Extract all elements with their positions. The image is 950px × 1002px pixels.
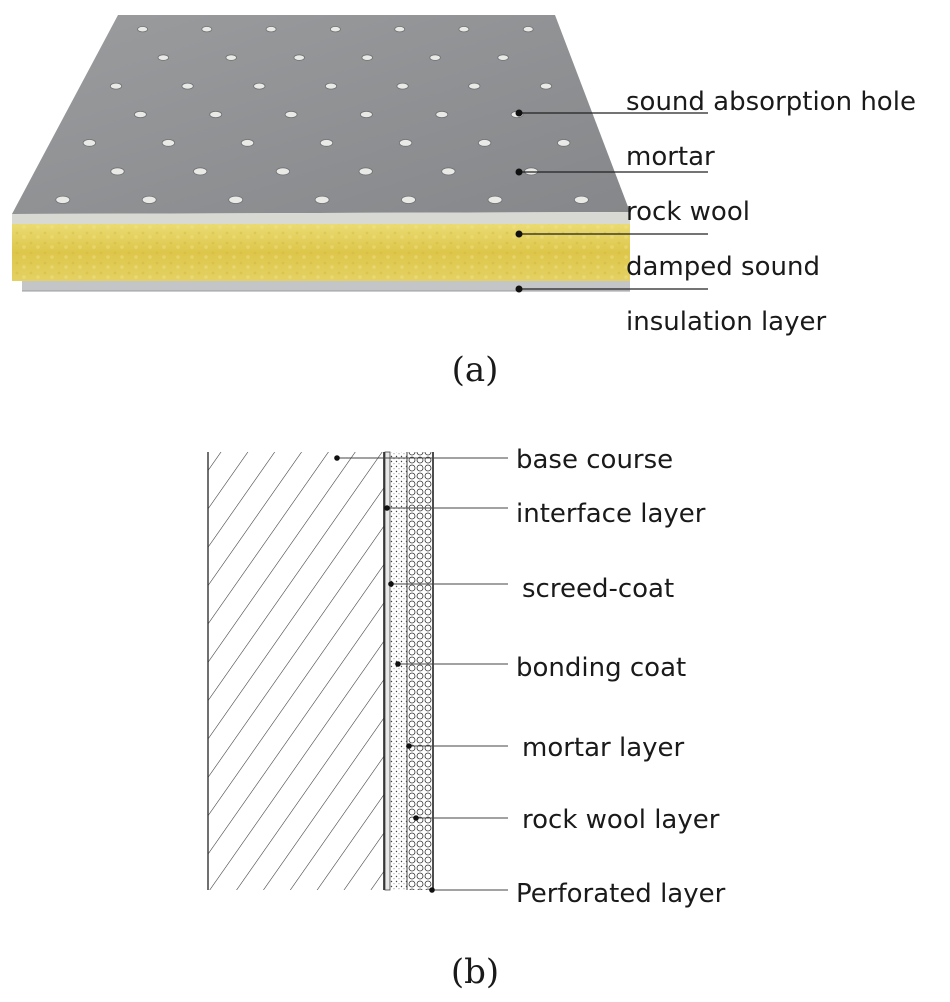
sound-absorption-hole <box>361 54 373 61</box>
dot-damped-layer <box>515 285 523 293</box>
sound-absorption-hole <box>253 82 266 90</box>
sound-absorption-hole <box>497 54 509 61</box>
label-rock-wool: rock wool <box>626 197 750 227</box>
sound-absorption-hole <box>441 167 456 176</box>
sound-absorption-hole <box>181 82 194 90</box>
mortar-edge <box>12 212 630 224</box>
sound-absorption-hole <box>193 167 208 176</box>
dot-perforated-layer <box>429 887 435 893</box>
label-insulation-layer: insulation layer <box>626 307 826 337</box>
interface-layer <box>384 451 391 891</box>
caption-b: (b) <box>451 952 499 992</box>
sound-absorption-hole <box>359 110 373 119</box>
label-base-course: base course <box>516 445 673 475</box>
panel-a: sound absorption hole mortar rock wool d… <box>12 15 916 390</box>
sound-absorption-hole <box>209 110 223 119</box>
sound-absorption-hole <box>522 26 534 33</box>
sound-absorption-hole <box>429 54 441 61</box>
dot-screed-coat <box>388 581 394 587</box>
sound-absorption-hole <box>394 26 406 33</box>
dot-mortar-layer <box>406 743 412 749</box>
sound-absorption-hole <box>240 139 255 147</box>
sound-absorption-hole <box>201 26 213 33</box>
label-rock-wool-layer: rock wool layer <box>522 805 720 835</box>
sound-absorption-hole <box>314 195 330 204</box>
sound-absorption-hole <box>539 82 553 90</box>
leader-lines-a <box>519 112 708 290</box>
sound-absorption-hole <box>228 195 244 204</box>
label-screed-coat: screed-coat <box>522 574 674 604</box>
sound-absorption-hole <box>157 54 170 61</box>
label-interface-layer: interface layer <box>516 499 706 529</box>
sound-absorption-hole <box>398 139 413 147</box>
sound-absorption-hole <box>141 195 157 204</box>
sound-absorption-hole <box>225 54 237 61</box>
sound-absorption-hole <box>401 195 416 204</box>
screed-and-bonding-coat <box>390 452 407 890</box>
leader-lines-b <box>337 457 508 891</box>
label-perforated-layer: Perforated layer <box>516 879 726 909</box>
rock-wool-hatch <box>408 452 432 890</box>
sound-absorption-hole <box>458 26 470 33</box>
sound-absorption-hole <box>265 26 277 33</box>
dot-sound-absorption-hole <box>515 109 523 117</box>
rock-wool-texture <box>12 224 630 281</box>
dot-rock-wool <box>515 230 523 238</box>
base-course-wall <box>208 452 384 890</box>
panel-b: base course interface layer screed-coat … <box>207 445 726 992</box>
sound-absorption-hole <box>133 110 147 119</box>
leader-dots-b <box>334 455 435 893</box>
sound-absorption-hole <box>319 139 334 147</box>
sound-absorption-hole <box>487 195 503 204</box>
sound-absorption-hole <box>284 110 298 119</box>
sound-absorption-hole <box>293 54 305 61</box>
caption-a: (a) <box>452 350 499 390</box>
sound-absorption-hole <box>574 195 589 204</box>
sound-absorption-hole <box>477 139 492 147</box>
sound-absorption-hole <box>161 139 176 147</box>
label-sound-absorption-hole: sound absorption hole <box>626 87 916 117</box>
label-mortar-layer: mortar layer <box>522 733 685 763</box>
panel-top-surface <box>12 15 630 214</box>
leader-dots-a <box>515 109 523 293</box>
sound-absorption-hole <box>82 139 97 147</box>
sound-absorption-hole <box>275 167 290 176</box>
label-damped-sound: damped sound <box>626 252 820 282</box>
sound-absorption-hole <box>435 110 449 119</box>
sound-absorption-hole <box>109 82 123 90</box>
sound-absorption-hole <box>55 195 71 204</box>
sound-absorption-holes <box>55 26 589 204</box>
sound-absorption-hole <box>396 82 409 90</box>
label-mortar: mortar <box>626 142 715 172</box>
dot-rock-wool-layer <box>413 815 419 821</box>
sound-absorption-hole <box>329 26 341 33</box>
sound-absorption-hole <box>137 26 149 33</box>
sound-absorption-hole <box>110 167 125 176</box>
dot-interface-layer <box>384 505 390 511</box>
damped-insulation-strip <box>22 281 630 291</box>
sound-absorption-hole <box>358 167 373 176</box>
sound-absorption-hole <box>468 82 481 90</box>
label-bonding-coat: bonding coat <box>516 653 686 683</box>
sound-absorption-hole <box>557 139 571 147</box>
sound-absorption-hole <box>324 82 338 90</box>
dot-base-course <box>334 455 340 461</box>
dot-mortar <box>515 168 523 176</box>
dot-bonding-coat <box>395 661 401 667</box>
